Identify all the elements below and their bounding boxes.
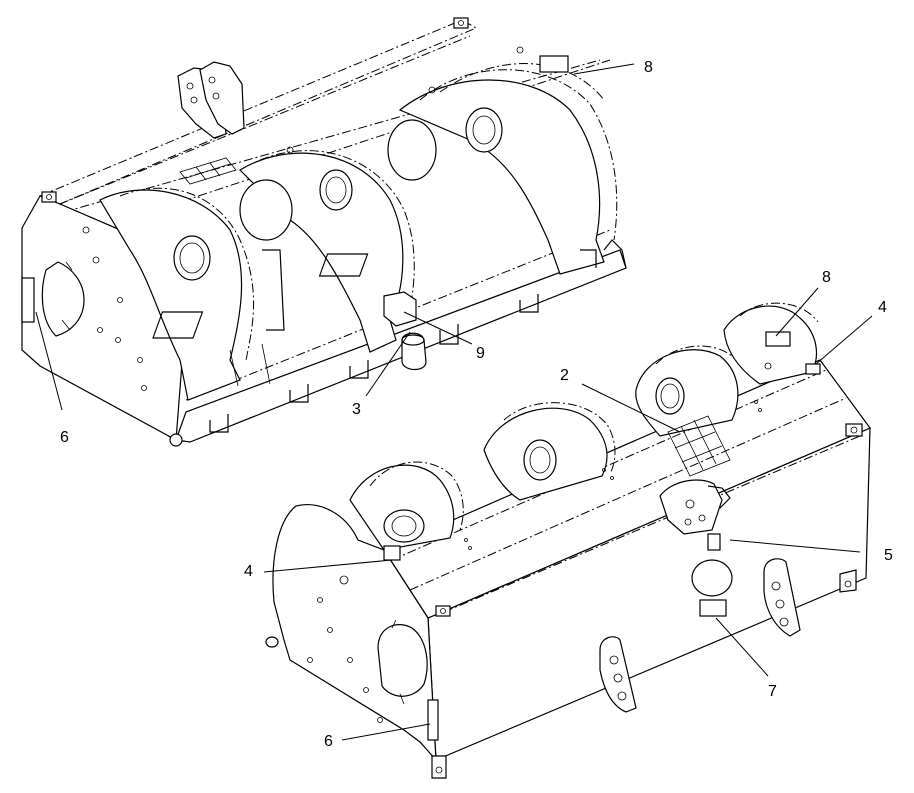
pin-3 [401, 332, 427, 371]
callout-2: 2 [560, 367, 569, 384]
decal-8-upper [539, 55, 569, 73]
decal-8-lower [765, 331, 791, 347]
callout-6-upper: 6 [60, 429, 69, 446]
center-bracket [659, 479, 723, 535]
front-hole [691, 559, 733, 597]
callout-6-lower: 6 [324, 733, 333, 750]
decal-grid-2 [667, 415, 731, 477]
callout-7: 7 [768, 683, 777, 700]
callout-leaders [35, 63, 873, 741]
decal-5 [707, 533, 721, 551]
lower-frame-assembly [265, 302, 871, 779]
decal-7 [699, 599, 727, 617]
callout-4-right: 4 [878, 299, 887, 316]
decal-grid-upper [179, 157, 237, 185]
decal-6-upper [21, 277, 35, 323]
decal-4-right [805, 363, 821, 375]
callout-3: 3 [352, 401, 361, 418]
upper-frame-assembly [21, 17, 627, 447]
callout-9: 9 [476, 345, 485, 362]
callout-5: 5 [884, 547, 893, 564]
decal-4-left [383, 545, 401, 561]
callout-4-left: 4 [244, 563, 253, 580]
callout-8-upper: 8 [644, 59, 653, 76]
bracket-9 [383, 291, 417, 327]
callout-8-lower: 8 [822, 269, 831, 286]
callout-labels: 8 9 3 6 8 4 2 5 4 7 6 [60, 59, 893, 750]
decal-6-lower [427, 699, 439, 741]
